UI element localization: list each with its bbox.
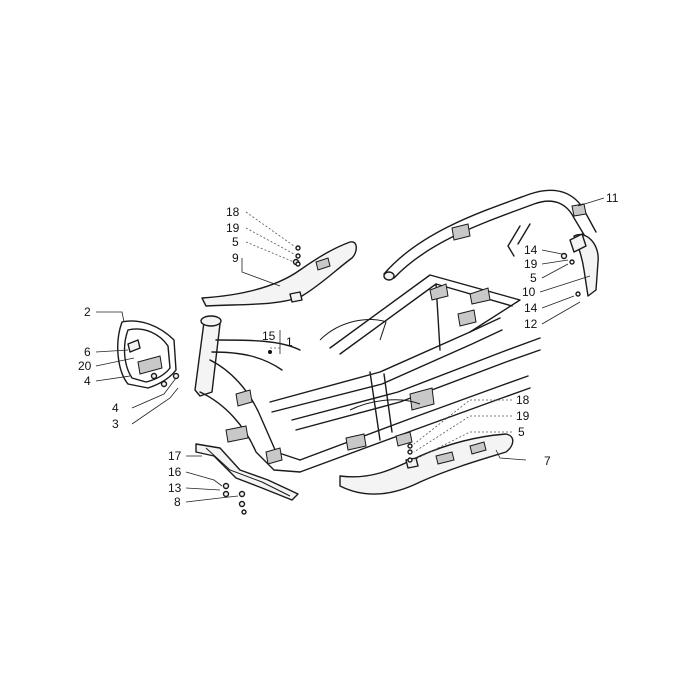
right-footrest-bracket — [339, 433, 514, 495]
left-footrest-bracket — [201, 241, 357, 307]
leader-lines — [95, 197, 605, 503]
callout-19-upper: 19 — [226, 221, 240, 235]
callout-12: 12 — [524, 317, 538, 331]
callout-7: 7 — [544, 454, 551, 468]
callout-6: 6 — [84, 345, 91, 359]
callout-17: 17 — [168, 449, 182, 463]
callout-15: 15 — [262, 329, 276, 343]
center-stand — [195, 443, 299, 501]
callout-labels: 18 19 5 9 2 6 20 4 4 3 15 1 11 14 19 5 1… — [78, 191, 619, 509]
callout-18-lower: 18 — [516, 393, 530, 407]
callout-9: 9 — [232, 251, 239, 265]
fasteners — [222, 245, 581, 515]
callout-16: 16 — [168, 465, 182, 479]
callout-5-lower: 5 — [518, 425, 525, 439]
rear-upper-tube — [383, 189, 597, 281]
callout-13: 13 — [168, 481, 182, 495]
main-frame — [194, 274, 541, 473]
callout-11: 11 — [606, 191, 619, 205]
callout-4-b: 4 — [112, 401, 119, 415]
callout-4-a: 4 — [84, 374, 91, 388]
front-bumper-guard — [117, 320, 180, 389]
rear-side-bracket — [569, 233, 599, 297]
callout-10: 10 — [522, 285, 536, 299]
callout-19-right: 19 — [524, 257, 538, 271]
callout-14-lower: 14 — [524, 301, 538, 315]
callout-5-right: 5 — [530, 271, 537, 285]
callout-2: 2 — [84, 305, 91, 319]
callout-14-upper: 14 — [524, 243, 538, 257]
callout-20: 20 — [78, 359, 92, 373]
callout-3: 3 — [112, 417, 119, 431]
callout-5-upper: 5 — [232, 235, 239, 249]
callout-19-lower: 19 — [516, 409, 530, 423]
callout-18-upper: 18 — [226, 205, 240, 219]
callout-1: 1 — [286, 335, 293, 349]
callout-8: 8 — [174, 495, 181, 509]
